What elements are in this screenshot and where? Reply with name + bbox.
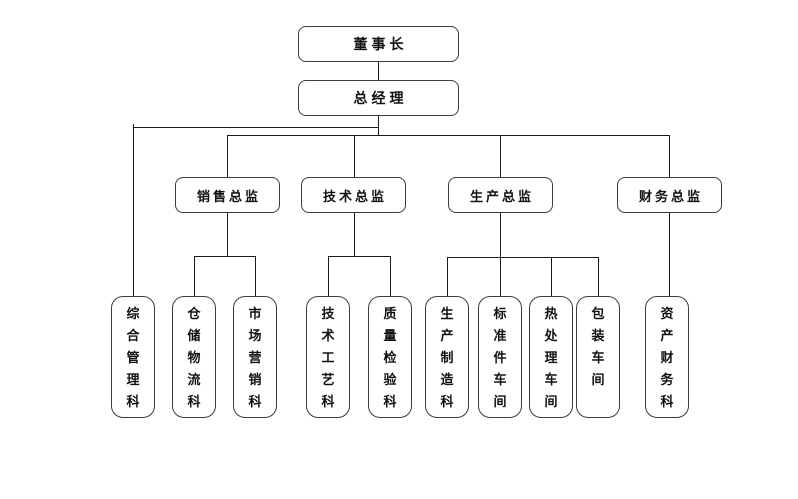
connector-drop-heat-treatment — [551, 257, 552, 296]
org-node-tech-director-label: 技术总监 — [322, 189, 387, 205]
org-node-general-manager: 总经理 — [298, 80, 459, 116]
connector-drop-finance-director — [669, 135, 670, 177]
org-node-finance-director: 财务总监 — [617, 177, 722, 213]
org-node-sales-director: 销售总监 — [175, 177, 280, 213]
connector-drop-production-director — [500, 135, 501, 177]
org-node-production-director-label: 生产总监 — [469, 189, 534, 205]
org-node-standard-parts-workshop: 标准件车间 — [478, 296, 522, 418]
connector-rail-sales — [194, 256, 256, 257]
connector-drop-tech-process — [328, 256, 329, 296]
org-node-manufacturing-dept: 生产制造科 — [425, 296, 469, 418]
org-node-tech-process-dept-label: 技术工艺科 — [321, 307, 335, 410]
connector-drop-tech-director — [354, 135, 355, 177]
connector-rail-gm-left — [133, 127, 379, 128]
org-node-warehouse-logistics-dept-label: 仓储物流科 — [187, 307, 201, 410]
connector-drop-marketing — [255, 256, 256, 296]
org-node-general-admin-dept-label: 综合管理科 — [126, 307, 140, 410]
connector-sales-stub — [227, 213, 228, 256]
org-node-asset-finance-dept-label: 资产财务科 — [660, 307, 674, 410]
org-node-chairman-label: 董事长 — [353, 37, 408, 53]
connector-gm-stub — [378, 116, 379, 136]
connector-gm-general-admin — [133, 124, 134, 296]
org-node-warehouse-logistics-dept: 仓储物流科 — [172, 296, 216, 418]
connector-drop-quality-inspection — [390, 256, 391, 296]
org-node-general-admin-dept: 综合管理科 — [111, 296, 155, 418]
org-node-finance-director-label: 财务总监 — [638, 189, 703, 205]
org-node-production-director: 生产总监 — [448, 177, 553, 213]
org-node-heat-treatment-workshop: 热处理车间 — [529, 296, 573, 418]
connector-rail-production — [447, 257, 598, 258]
connector-finance-asset-finance — [669, 213, 670, 296]
org-node-marketing-dept: 市场营销科 — [233, 296, 277, 418]
org-node-packaging-workshop-label: 包装车间 — [591, 307, 605, 388]
connector-rail-tech — [328, 256, 390, 257]
connector-rail-directors — [227, 135, 669, 136]
org-node-quality-inspection-dept: 质量检验科 — [368, 296, 412, 418]
connector-drop-warehouse-logistics — [194, 256, 195, 296]
org-node-chairman: 董事长 — [298, 26, 459, 62]
connector-tech-stub — [354, 213, 355, 256]
org-node-quality-inspection-dept-label: 质量检验科 — [383, 307, 397, 410]
org-node-general-manager-label: 总经理 — [353, 91, 408, 107]
org-node-tech-director: 技术总监 — [301, 177, 406, 213]
org-node-packaging-workshop: 包装车间 — [576, 296, 620, 418]
connector-chairman-gm — [378, 62, 379, 80]
org-node-marketing-dept-label: 市场营销科 — [248, 307, 262, 410]
connector-drop-packaging — [598, 257, 599, 296]
org-node-asset-finance-dept: 资产财务科 — [645, 296, 689, 418]
connector-production-stub — [500, 213, 501, 296]
org-node-manufacturing-dept-label: 生产制造科 — [440, 307, 454, 410]
org-node-heat-treatment-workshop-label: 热处理车间 — [544, 307, 558, 410]
org-node-tech-process-dept: 技术工艺科 — [306, 296, 350, 418]
org-node-standard-parts-workshop-label: 标准件车间 — [493, 307, 507, 410]
connector-drop-manufacturing — [447, 257, 448, 296]
connector-drop-sales-director — [227, 135, 228, 177]
org-node-sales-director-label: 销售总监 — [196, 189, 261, 205]
